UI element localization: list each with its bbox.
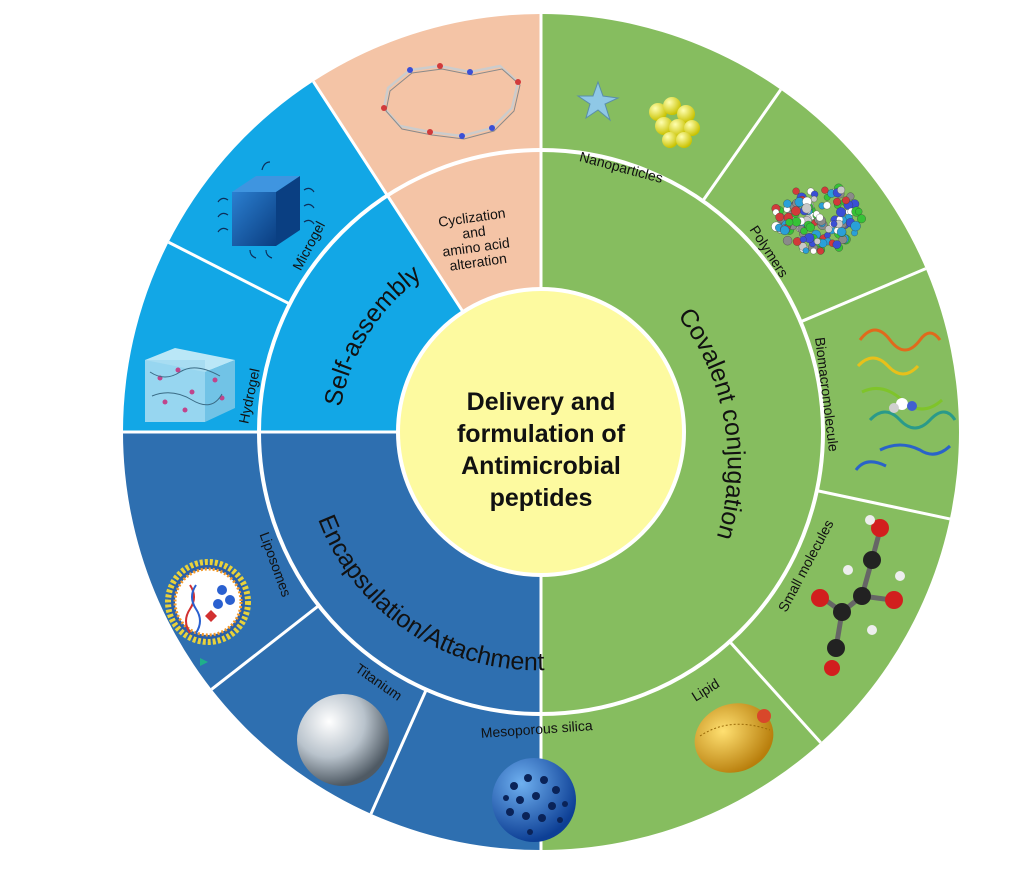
nanoparticle-gold-cluster-icon: [649, 97, 700, 148]
small-molecule-icon: [811, 515, 905, 676]
self-assembly-outer-segment: [123, 81, 388, 432]
encapsulation-ring-segment: [259, 432, 541, 714]
nanoparticle-star-icon: [576, 80, 620, 122]
lipid-droplet-icon: [694, 703, 774, 773]
protein-ribbon-icon: [854, 328, 957, 471]
encapsulation-outer-segment: [123, 432, 541, 850]
cyclization-inner-segment: [387, 150, 541, 313]
center-title-line-4: peptides: [490, 484, 593, 512]
covalent-ring-segment: [541, 150, 823, 714]
titanium-sphere-icon: [297, 694, 389, 786]
hydrogel-box-icon: [145, 348, 235, 422]
cyclization-label-line-4: alteration: [448, 250, 507, 274]
segment-divider: [701, 88, 782, 202]
segment-divider: [369, 689, 428, 815]
segment-divider: [816, 489, 951, 521]
cyclization-label-line-2: and: [461, 223, 486, 242]
liposome-icon: [165, 559, 251, 666]
microgel-cube-icon: [217, 161, 315, 259]
mesoporous-silica-icon: [492, 758, 576, 842]
cyclization-outer-segment: [313, 14, 541, 196]
self-assembly-ring-segment: [259, 195, 464, 432]
inner-ring-border: [257, 148, 825, 716]
polymer-molecule-icon: [771, 183, 866, 255]
segment-divider: [210, 604, 320, 691]
center-title-line-1: Delivery and: [467, 388, 616, 416]
center-circle: [396, 287, 686, 577]
center-title-line-2: formulation of: [457, 420, 626, 448]
segment-divider: [799, 267, 927, 324]
center-title-line-3: Antimicrobial: [461, 452, 621, 480]
mesoporous-silica-label: Mesoporous silica: [480, 717, 593, 741]
cyclic-peptide-icon: [381, 63, 521, 140]
segment-divider: [728, 640, 822, 744]
segment-divider: [167, 240, 291, 306]
